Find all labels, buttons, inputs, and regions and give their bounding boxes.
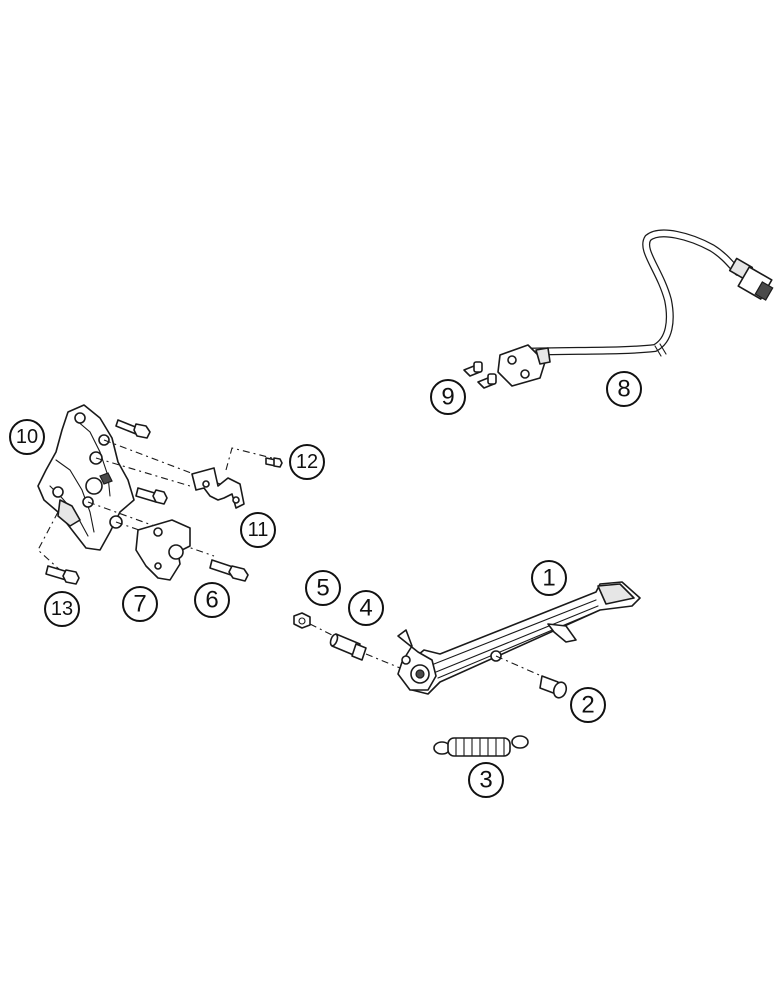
- sensor-mounting-plate: [135, 519, 191, 581]
- bolt-13: [45, 565, 80, 585]
- svg-text:2: 2: [581, 692, 594, 719]
- sensor-plate: [497, 344, 551, 387]
- svg-text:5: 5: [316, 575, 329, 602]
- callout-5: 5: [305, 570, 341, 606]
- svg-text:6: 6: [205, 587, 218, 614]
- svg-text:13: 13: [51, 598, 73, 620]
- spring-bolt-2: [539, 675, 568, 699]
- callout-11: 11: [240, 512, 276, 548]
- svg-text:4: 4: [359, 595, 372, 622]
- sensor-screws: [463, 361, 497, 389]
- svg-text:3: 3: [479, 767, 492, 794]
- callout-12: 12: [289, 444, 325, 480]
- callout-3: 3: [468, 762, 504, 798]
- callout-4: 4: [348, 590, 384, 626]
- svg-text:11: 11: [248, 519, 269, 541]
- side-stand: [397, 581, 641, 695]
- callout-10: 10: [9, 419, 45, 455]
- svg-text:1: 1: [542, 565, 555, 592]
- sensor-cable-assembly: [497, 229, 774, 387]
- small-bolt-12: [265, 457, 283, 468]
- bracket-bolt-top: [115, 419, 151, 439]
- main-mounting-bracket: [37, 404, 135, 551]
- nut-5: [293, 612, 311, 629]
- svg-text:8: 8: [617, 376, 630, 403]
- svg-text:12: 12: [296, 451, 318, 473]
- callout-2: 2: [570, 687, 606, 723]
- callout-8: 8: [606, 371, 642, 407]
- bracket-nut-middle: [135, 487, 168, 505]
- callout-1: 1: [531, 560, 567, 596]
- svg-text:9: 9: [441, 384, 454, 411]
- cable-connector: [728, 257, 774, 301]
- small-bracket: [191, 467, 245, 509]
- svg-text:7: 7: [133, 591, 146, 618]
- callout-13: 13: [44, 591, 80, 627]
- return-spring-3: [433, 735, 529, 757]
- callout-7: 7: [122, 586, 158, 622]
- pivot-pin-4: [329, 633, 367, 661]
- svg-text:10: 10: [16, 426, 38, 448]
- callout-6: 6: [194, 582, 230, 618]
- callout-9: 9: [430, 379, 466, 415]
- pivot-bolt-6: [209, 559, 249, 582]
